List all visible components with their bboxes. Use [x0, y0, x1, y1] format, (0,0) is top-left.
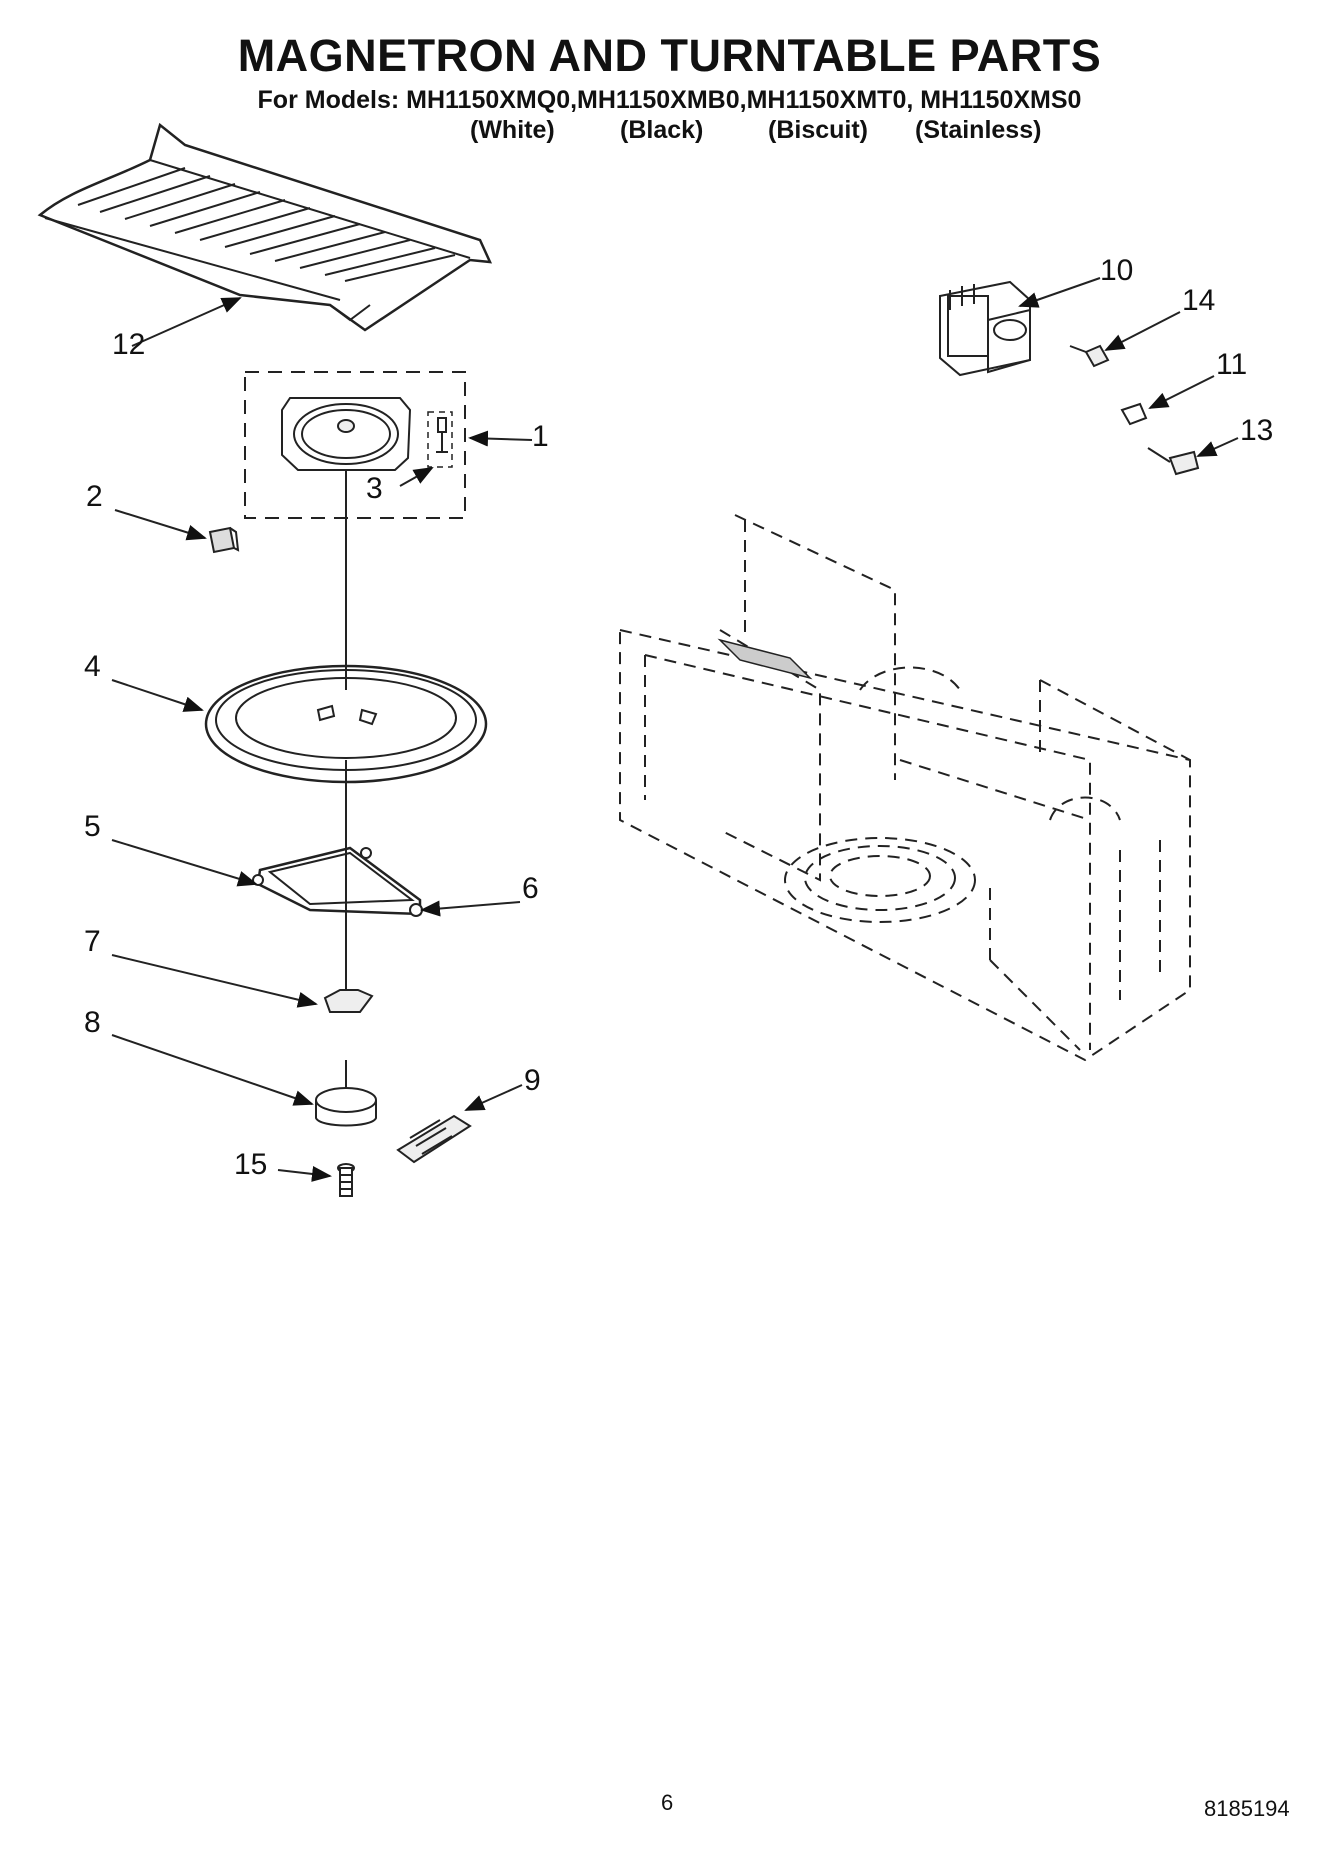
part-label-6: 6: [522, 872, 539, 905]
coupler-part-7: [323, 989, 374, 1013]
cover-plate-part-1: [281, 397, 412, 471]
screw-part-3: [436, 417, 448, 453]
screw-part-13: [1147, 447, 1200, 476]
variant-black: (Black): [620, 116, 704, 144]
turntable-motor-part-8: [315, 1060, 377, 1127]
roller-ring-part-5: [252, 846, 423, 917]
motor-cover-assembly-box: [244, 371, 466, 519]
bracket-part-11: [1120, 402, 1148, 426]
screw-part-15: [337, 1163, 355, 1197]
part-label-12: 12: [112, 328, 146, 361]
switch-part-9: [396, 1114, 472, 1164]
page-number: 6: [661, 1790, 674, 1815]
part-label-10: 10: [1100, 254, 1134, 287]
document-number: 8185194: [1204, 1796, 1290, 1821]
variant-white: (White): [470, 116, 555, 144]
microwave-cavity-outline: [619, 514, 1191, 1062]
part-label-13: 13: [1240, 414, 1274, 447]
variant-biscuit: (Biscuit): [768, 116, 868, 144]
glass-tray-part-4: [204, 664, 488, 784]
part-label-8: 8: [84, 1006, 101, 1039]
part-label-9: 9: [524, 1064, 541, 1097]
wire-rack-part-12: [37, 122, 493, 332]
variant-stainless: (Stainless): [915, 116, 1042, 144]
clip-part-2: [208, 526, 240, 554]
part-label-15: 15: [234, 1148, 268, 1181]
part-label-7: 7: [84, 925, 101, 958]
part-label-4: 4: [84, 650, 101, 683]
part-label-1: 1: [532, 420, 549, 453]
page-title: MAGNETRON AND TURNTABLE PARTS: [237, 30, 1102, 81]
magnetron-part-10: [939, 280, 1031, 377]
screw-part-14: [1069, 344, 1110, 368]
part-label-2: 2: [86, 480, 103, 513]
vent-grille: [717, 638, 813, 680]
part-label-5: 5: [84, 810, 101, 843]
part-label-14: 14: [1182, 284, 1216, 317]
part-label-3: 3: [366, 472, 383, 505]
models-line: For Models: MH1150XMQ0,MH1150XMB0,MH1150…: [257, 86, 1082, 114]
part-label-11: 11: [1216, 348, 1248, 381]
